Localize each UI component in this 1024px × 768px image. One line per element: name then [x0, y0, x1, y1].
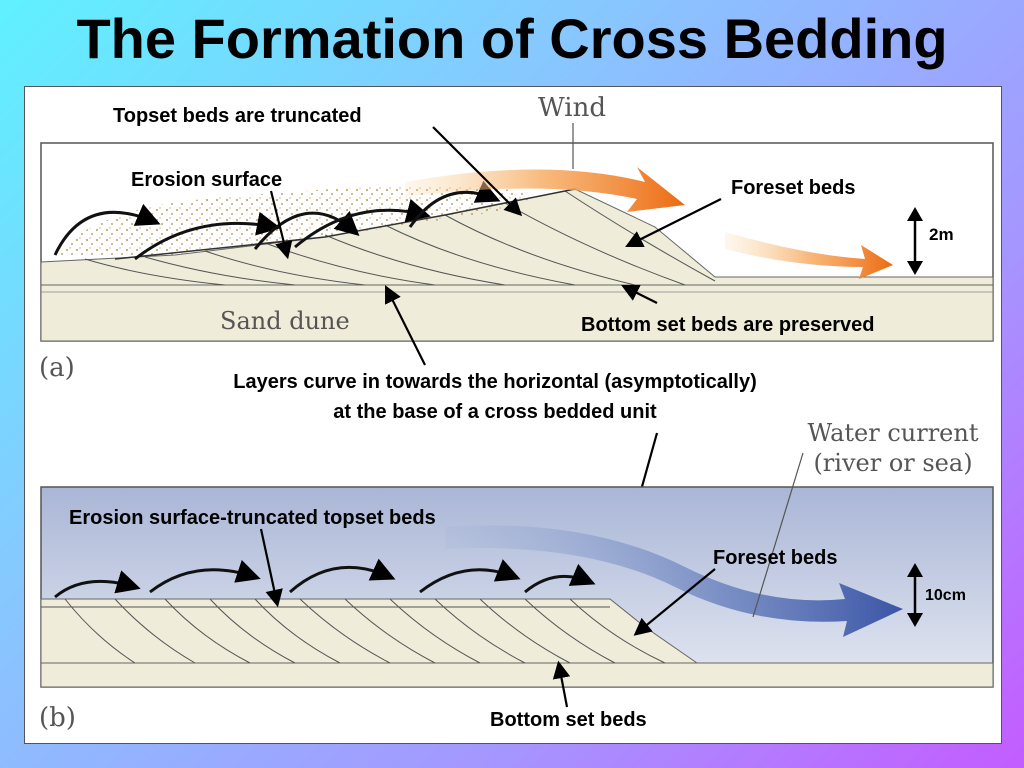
height-10cm-scale [907, 563, 923, 627]
height-10cm-label: 10cm [925, 587, 966, 604]
water-current-label-line1: Water current [807, 419, 979, 447]
topset-truncated-label: Topset beds are truncated [113, 105, 362, 127]
foreset-laminae-b [64, 598, 666, 664]
wind-arrow-lower [725, 232, 893, 279]
layers-curve-note-line1: Layers curve in towards the horizontal (… [233, 371, 757, 393]
wind-arrow-upper [405, 167, 685, 212]
bottomset-preserved-label: Bottom set beds are preserved [581, 314, 875, 336]
erosion-pointer [269, 190, 293, 260]
foreset-beds-label-b: Foreset beds [713, 547, 838, 569]
water-current-label-line2: (river or sea) [813, 449, 973, 477]
foreset-pointer-a [625, 198, 722, 247]
panel-a [40, 123, 994, 660]
wind-label: Wind [538, 93, 606, 123]
layers-curve-pointer-a [385, 285, 426, 366]
erosion-surface-label: Erosion surface [131, 169, 283, 191]
bottomset-pointer-b [552, 660, 571, 708]
sand-dune-label: Sand dune [220, 307, 350, 335]
ripple-transport-arcs [54, 558, 596, 599]
panel-a-tag: (a) [39, 353, 75, 383]
foreset-pointer-b [633, 568, 716, 636]
page-title: The Formation of Cross Bedding [76, 7, 948, 70]
erosion-truncated-label: Erosion surface-truncated topset beds [69, 507, 436, 529]
height-2m-label: 2m [929, 225, 954, 244]
panel-b-tag: (b) [39, 703, 76, 733]
sand-transport-arcs [53, 180, 501, 261]
diagram-figure: Wind Topset beds are truncated Erosion s… [24, 86, 1002, 744]
panel-b [40, 452, 994, 708]
diagram-canvas [40, 123, 994, 708]
erosion-truncated-pointer [259, 528, 283, 608]
height-2m-scale [907, 207, 923, 275]
bottomset-pointer-a [621, 285, 658, 304]
bottomset-beds-label: Bottom set beds [490, 709, 647, 731]
topset-pointer [432, 126, 523, 217]
foreset-beds-label-a: Foreset beds [731, 177, 856, 199]
water-current-pointer [752, 452, 804, 618]
panel-b-pointers [259, 528, 716, 708]
layers-curve-note-line2: at the base of a cross bedded unit [333, 401, 657, 423]
water-current-arrow [445, 525, 903, 637]
